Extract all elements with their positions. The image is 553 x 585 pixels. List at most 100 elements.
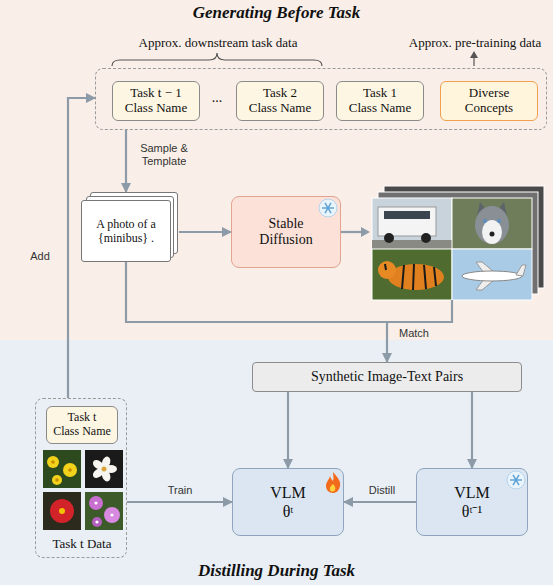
frozen-icon-stroke: [322, 207, 334, 208]
tiger-body: [388, 264, 444, 290]
road: [372, 240, 452, 249]
flower-center: [68, 468, 72, 472]
stage-band: Distilling During TaskTask t DataTask t …: [0, 340, 553, 585]
flow-arrow: [125, 130, 127, 192]
tiger-stripe: [413, 264, 414, 290]
heading-text: Task t Data: [36, 536, 128, 552]
tiger-photo: [372, 249, 452, 300]
flower-center: [95, 520, 98, 523]
edge-label: Match: [393, 327, 435, 340]
plane-photo: [452, 249, 532, 300]
heading-text: Approx. downstream task data: [103, 35, 333, 51]
orchid-petal: [91, 458, 105, 472]
tiger-stripe: [402, 265, 404, 289]
edge-label: Sample & Template: [132, 142, 196, 168]
flower-center: [59, 508, 65, 514]
frozen-icon-stroke: [325, 203, 331, 213]
flower-center: [55, 478, 59, 482]
node-text: VLM: [454, 483, 490, 502]
text-slot: Distilling During Task: [0, 561, 553, 581]
vlm-box: VLMθᵗ: [232, 468, 344, 536]
data-pool-box: Approx. downstream task dataApprox. pre-…: [95, 68, 547, 130]
trainable-icon: [326, 472, 340, 493]
frozen-icon: [507, 471, 525, 489]
concept-box: Diverse Concepts: [440, 81, 538, 121]
wheel: [384, 233, 394, 243]
edge-label: Train: [158, 484, 202, 497]
node-text: θᵗ⁻¹: [462, 502, 483, 521]
node-text: Stable Diffusion: [244, 216, 328, 248]
pointer-line: [473, 56, 474, 66]
flower-center: [94, 501, 97, 504]
node-text: Synthetic Image-Text Pairs: [311, 369, 463, 385]
flower-petals: [89, 496, 103, 510]
tiger-stripe: [434, 267, 436, 286]
node-text: A photo of a {minibus} .: [88, 217, 164, 246]
heading-text: Distilling During Task: [0, 561, 553, 581]
tiger-stripe: [385, 264, 386, 270]
dog-eye: [497, 219, 501, 223]
task-data-box: Task t Data Task t Class Name: [35, 398, 127, 558]
flower-photo: [85, 450, 123, 488]
text-slot: Approx. downstream task data: [103, 35, 333, 51]
pointer-head: [470, 51, 478, 58]
truck-body: [378, 207, 436, 236]
plane-body: [462, 271, 522, 281]
flow-arrow: [287, 392, 289, 468]
dog-ear: [477, 202, 487, 216]
dog-nose: [490, 232, 495, 237]
dog-head: [475, 206, 509, 244]
flow-arrow: [344, 501, 416, 503]
flower-petals: [104, 507, 120, 523]
plane-tail: [516, 265, 526, 276]
pairs-box: Synthetic Image-Text Pairs: [252, 362, 522, 392]
flow-arrow: [127, 501, 232, 503]
merge-line: [387, 300, 452, 322]
edge-label: Distill: [358, 484, 406, 497]
image-back: [378, 192, 538, 294]
plane-wing: [476, 262, 499, 276]
node-text: Task t Class Name: [51, 411, 113, 439]
class-name-box: Task 1 Class Name: [336, 81, 424, 121]
frozen-icon-stroke: [325, 203, 331, 213]
wheel: [421, 233, 431, 243]
class-name-box: Task t Class Name: [46, 406, 118, 444]
dog-eye: [483, 219, 487, 223]
orchid-petal: [105, 465, 117, 473]
frozen-icon-stroke: [510, 479, 522, 480]
orchid-petal: [101, 455, 112, 469]
vlm-box: VLMθᵗ⁻¹: [416, 468, 528, 536]
node-text: Task 1 Class Name: [345, 86, 415, 116]
edge-label: Add: [24, 250, 56, 263]
node-text: Diverse Concepts: [451, 86, 527, 116]
plane-wing: [476, 276, 499, 290]
tiger-stripe: [424, 265, 426, 289]
dog-photo: [452, 198, 532, 249]
flower-petals: [52, 475, 62, 485]
flower-photo: [43, 450, 81, 488]
flow-arrow: [179, 231, 231, 233]
heading-text: Approx. pre-training data: [401, 35, 549, 51]
frozen-icon-stroke: [513, 475, 519, 485]
model-box: Stable Diffusion: [231, 196, 341, 268]
flower-center: [102, 467, 107, 472]
curly-brace: [112, 53, 322, 66]
node-text: Task t − 1 Class Name: [121, 86, 191, 116]
heading-text: Generating Before Task: [0, 3, 553, 23]
node-text: VLM: [270, 483, 306, 502]
trainable-icon-core: [330, 484, 336, 492]
flow-arrow: [68, 98, 95, 398]
text-slot: Generating Before Task: [0, 3, 553, 23]
flower-photo: [85, 492, 123, 530]
stage-band: Generating Before TaskApprox. downstream…: [0, 0, 553, 340]
text-slot: Approx. pre-training data: [401, 35, 549, 51]
frozen-icon-stroke: [513, 475, 519, 485]
image-back: [384, 186, 544, 288]
ellipsis-label: ...: [200, 90, 234, 106]
flower-photo: [43, 492, 81, 530]
node-text: Task 2 Class Name: [245, 86, 315, 116]
flower-petals: [92, 517, 102, 527]
orchid-petal: [91, 466, 105, 480]
flower-petals: [47, 456, 59, 468]
frozen-icon: [319, 199, 337, 217]
